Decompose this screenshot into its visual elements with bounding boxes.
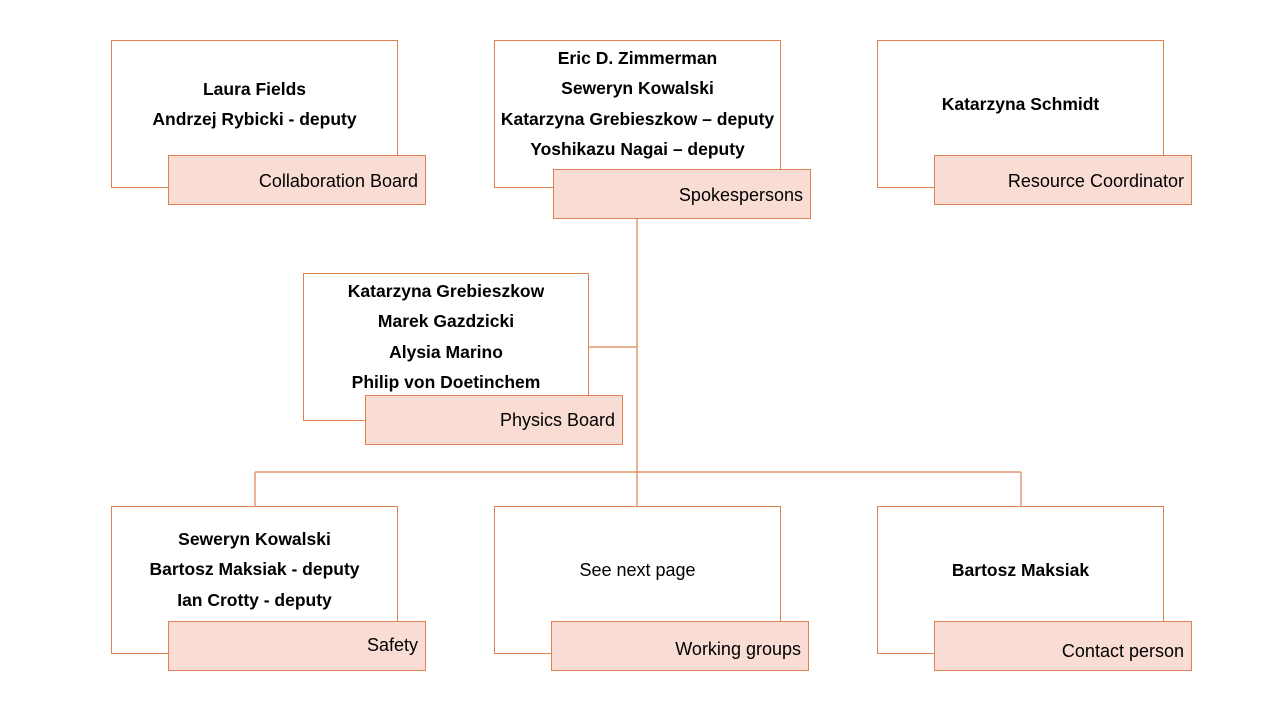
- member-name: Eric D. Zimmerman: [557, 48, 718, 68]
- contact-person-members: Bartosz Maksiak: [878, 555, 1163, 585]
- spokespersons-label: Spokespersons: [553, 169, 811, 219]
- member-name: Seweryn Kowalski: [561, 78, 714, 99]
- member-name: Katarzyna Schmidt: [941, 94, 1100, 114]
- safety-members: Seweryn Kowalski Bartosz Maksiak - deput…: [112, 524, 397, 615]
- contact-person-label: Contact person: [934, 621, 1192, 671]
- member-name: Laura Fields: [202, 79, 307, 99]
- see-next-page-note: See next page: [579, 560, 696, 580]
- working-groups-label: Working groups: [551, 621, 809, 671]
- physics-board-label: Physics Board: [365, 395, 623, 445]
- safety-label: Safety: [168, 621, 426, 671]
- member-name: Katarzyna Grebieszkow: [347, 281, 545, 301]
- spokespersons-members: Eric D. Zimmerman Seweryn Kowalski Katar…: [495, 43, 780, 165]
- resource-coordinator-members: Katarzyna Schmidt: [878, 89, 1163, 119]
- member-name: Marek Gazdzicki: [377, 311, 515, 332]
- collaboration-board-label: Collaboration Board: [168, 155, 426, 205]
- member-name: Ian Crotty - deputy: [177, 589, 332, 610]
- member-name: Andrzej Rybicki - deputy: [152, 109, 357, 130]
- member-name: Bartosz Maksiak - deputy: [149, 559, 360, 580]
- spokespersons-box: Eric D. Zimmerman Seweryn Kowalski Katar…: [494, 40, 781, 188]
- member-name: Seweryn Kowalski: [178, 529, 331, 549]
- member-name: Katarzyna Grebieszkow – deputy: [500, 108, 775, 129]
- member-name: Yoshikazu Nagai – deputy: [530, 139, 745, 160]
- collaboration-board-members: Laura Fields Andrzej Rybicki - deputy: [112, 74, 397, 135]
- physics-board-members: Katarzyna Grebieszkow Marek Gazdzicki Al…: [304, 276, 588, 398]
- working-groups-content: See next page: [495, 555, 780, 585]
- member-name: Alysia Marino: [389, 341, 503, 362]
- member-name: Philip von Doetinchem: [351, 372, 541, 393]
- resource-coordinator-label: Resource Coordinator: [934, 155, 1192, 205]
- member-name: Bartosz Maksiak: [951, 560, 1090, 580]
